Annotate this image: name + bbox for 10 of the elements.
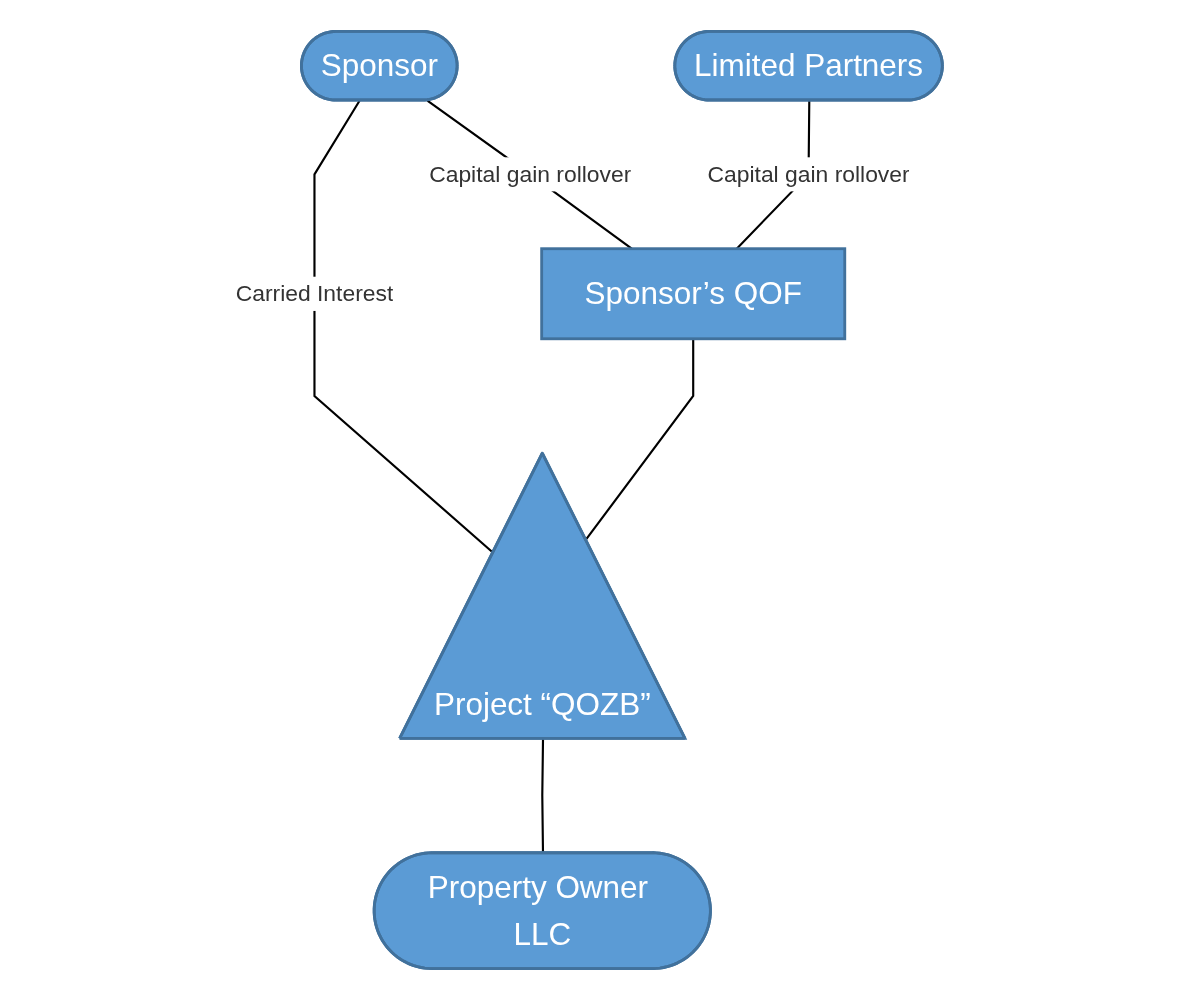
process-box: Sponsor’s QOF	[540, 246, 847, 340]
ellipse-node: Property Owner LLC	[372, 850, 712, 970]
ellipse-node: Sponsor	[300, 29, 459, 101]
connector-line	[585, 338, 695, 540]
connector-line	[541, 738, 545, 853]
edge-label: Capital gain rollover	[429, 156, 632, 192]
triangle-node: Project “QOZB”	[398, 451, 687, 740]
edge-label: Capital gain rollover	[707, 156, 910, 192]
edge-label: Carried Interest	[235, 276, 394, 311]
ellipse-node: Limited Partners	[673, 29, 944, 101]
